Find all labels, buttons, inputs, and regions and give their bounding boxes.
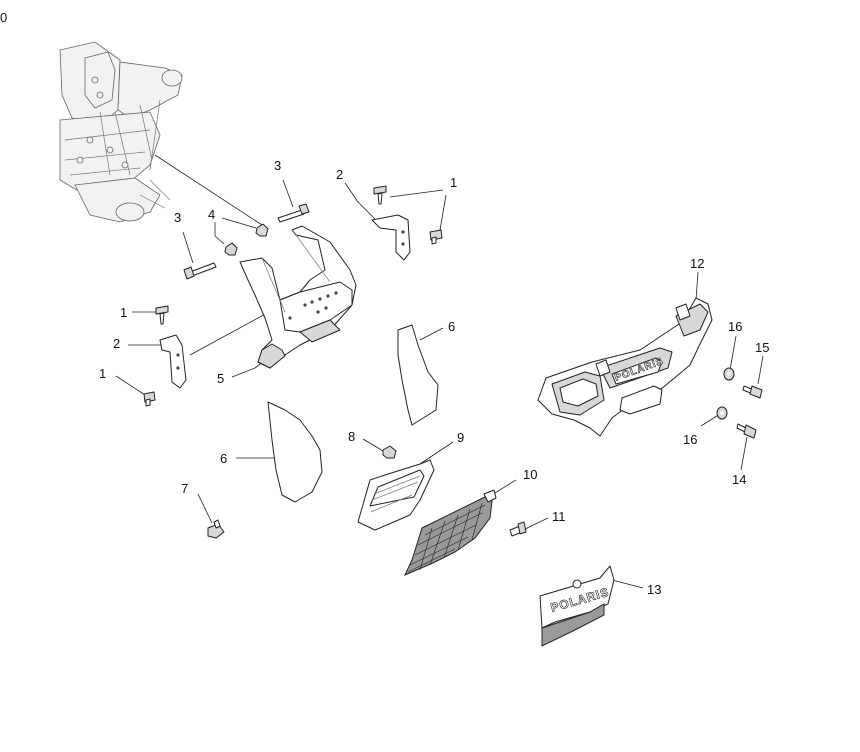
rivet-lower-left: [143, 391, 156, 407]
callout-11: 11: [552, 509, 566, 524]
bolt-lower: [183, 262, 217, 280]
callout-2-lower: 2: [113, 336, 120, 351]
callout-4: 4: [208, 207, 215, 222]
callout-6-right: 6: [448, 319, 455, 334]
screw-11: [509, 521, 527, 537]
bolt-upper: [277, 203, 310, 223]
screw-7: [207, 519, 225, 539]
vehicle-frame: [59, 41, 183, 223]
mounting-bracket-upper: [371, 214, 411, 261]
callout-15: 15: [755, 340, 769, 355]
callout-13: 13: [647, 582, 661, 597]
bolt-15: [742, 385, 763, 399]
washer-lower: [716, 406, 728, 420]
front-bumper: [537, 297, 713, 437]
callout-numbers: 1 1 1 2 2 3 3 4 5 6 6 7 8 9 10 11 12 13 …: [99, 158, 769, 597]
rivet-upper-right: [429, 229, 443, 245]
callout-3-lower: 3: [174, 210, 181, 225]
nut-lower: [224, 242, 238, 256]
callout-16-lower: 16: [683, 432, 697, 447]
grille-frame: [357, 459, 435, 531]
callout-14: 14: [732, 472, 746, 487]
callout-1-lower-left: 1: [99, 366, 106, 381]
side-panel-left: [267, 401, 323, 503]
washer-upper: [723, 367, 735, 381]
callout-1-mid-left: 1: [120, 305, 127, 320]
callout-5: 5: [217, 371, 224, 386]
callout-8: 8: [348, 429, 355, 444]
mounting-bracket-lower: [159, 334, 187, 389]
callout-6-left: 6: [220, 451, 227, 466]
callout-1-upper-right: 1: [450, 175, 457, 190]
rivet-upper-left: [373, 185, 387, 205]
callout-12: 12: [690, 256, 704, 271]
callout-3-upper: 3: [274, 158, 281, 173]
page-marker: 0: [0, 10, 7, 25]
callout-2-upper: 2: [336, 167, 343, 182]
callout-7: 7: [181, 481, 188, 496]
nut-upper: [255, 223, 269, 237]
mesh-screen: [403, 489, 497, 576]
rivet-mid-left: [155, 305, 169, 325]
nameplate: POLARIS: [539, 565, 615, 647]
bumper-support-bracket: [239, 225, 357, 369]
callout-9: 9: [457, 430, 464, 445]
nut-8: [382, 445, 397, 459]
side-panel-right: [397, 324, 439, 426]
callout-16-upper: 16: [728, 319, 742, 334]
callout-10: 10: [523, 467, 537, 482]
bolt-14: [736, 423, 757, 439]
leader-lines: [115, 154, 764, 589]
